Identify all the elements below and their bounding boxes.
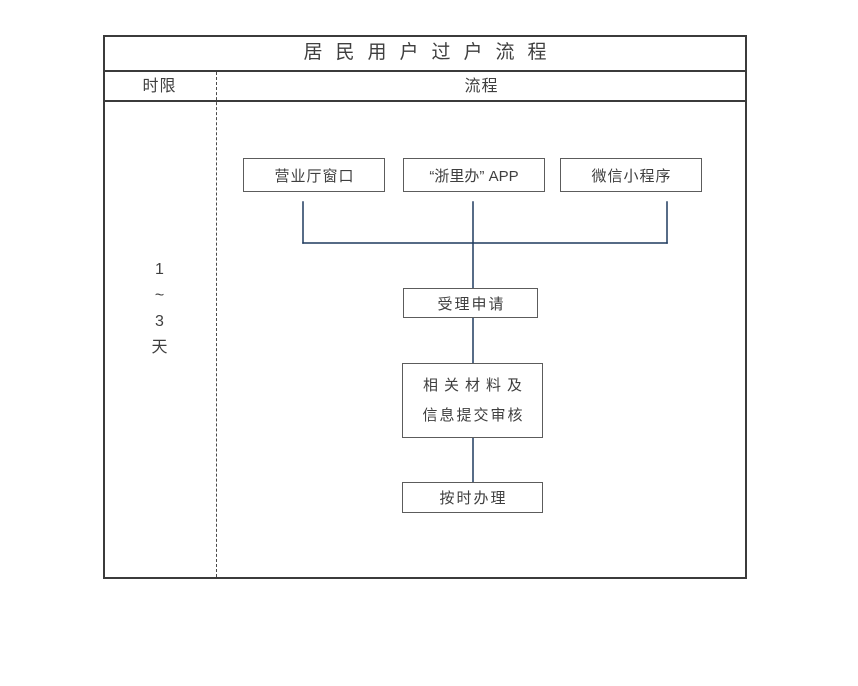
flow-node-materials-review: 相关材料及 信息提交审核 xyxy=(402,363,543,438)
flow-node-wechat-mini-program: 微信小程序 xyxy=(560,158,702,192)
flow-node-label: 受理申请 xyxy=(437,295,506,313)
flow-node-label-line1: 相关材料及 xyxy=(422,376,528,394)
column-header-time-limit: 时限 xyxy=(142,78,177,95)
time-limit-line: 天 xyxy=(151,339,168,356)
column-divider-dashed-line xyxy=(216,72,217,577)
time-limit-line: 3 xyxy=(155,313,164,330)
time-limit-line: ~ xyxy=(154,287,165,304)
flow-node-label: 营业厅窗口 xyxy=(274,167,355,185)
flow-node-handle-on-time: 按时办理 xyxy=(402,482,543,513)
flow-node-label: 按时办理 xyxy=(439,490,508,507)
column-header-process: 流程 xyxy=(464,78,499,95)
title-separator-line xyxy=(105,70,745,72)
flow-node-business-hall-window: 营业厅窗口 xyxy=(243,158,385,192)
flow-node-zheliban-app: “浙里办” APP xyxy=(403,158,545,192)
flow-node-label: 微信小程序 xyxy=(591,167,672,185)
page-title: 居民用户过户流程 xyxy=(303,42,560,63)
flow-node-label-line2: 信息提交审核 xyxy=(422,406,525,424)
time-limit-value: 1 ~ 3 天 xyxy=(103,257,216,361)
flow-node-label: “浙里办” APP xyxy=(429,167,519,185)
header-separator-line xyxy=(105,100,745,102)
time-limit-line: 1 xyxy=(155,261,164,278)
flow-node-accept-application: 受理申请 xyxy=(403,288,538,318)
flowchart-frame xyxy=(103,35,747,579)
